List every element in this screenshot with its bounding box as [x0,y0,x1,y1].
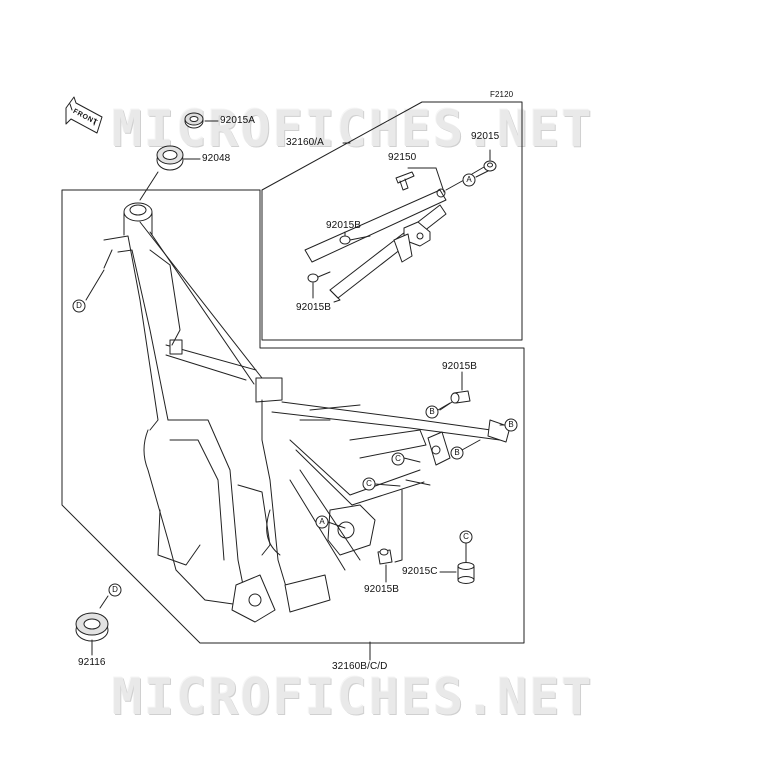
part-92015b-sub1-label: 92015B [326,220,362,231]
nut-92015c-icon [457,562,475,584]
nut-92015a-icon [184,112,204,129]
part-92116-label: 92116 [78,657,106,668]
bolt-92015b-sub1-icon [339,235,351,245]
subframe-drawing [304,167,447,303]
watermark-bottom: MICROFICHES.NET [112,668,594,726]
callout-a-lower-label: A [319,517,325,526]
callout-b-1 [425,405,439,419]
callout-d-2 [108,583,122,597]
callout-a-top [462,173,476,187]
callout-c-1-label: C [395,454,401,463]
bolt-92015b-lower-icon [377,548,393,565]
part-92150-label: 92150 [388,152,417,163]
callout-c-2-label: C [366,479,372,488]
part-92015c-label: 92015C [402,566,438,577]
frame-group-outline [61,189,525,644]
callout-a-lower [315,515,329,529]
part-92015b-lower-label: 92015B [364,584,400,595]
callout-b-1-label: B [429,407,435,416]
callout-d-2-label: D [112,585,118,594]
nut-92015-top-icon [483,160,497,172]
callout-b-2-label: B [454,448,460,457]
callout-c-2 [362,477,376,491]
bolt-92150-icon [395,171,415,191]
part-92048-label: 92048 [202,153,231,164]
front-arrow-icon [65,96,103,134]
part-32160a-label: 32160/A [286,137,324,148]
bolt-92015b-right-icon [450,390,471,404]
main-frame-drawing [103,202,511,623]
callout-d-1 [72,299,86,313]
callout-d-1-label: D [76,301,82,310]
part-92015b-sub2-label: 92015B [296,302,332,313]
callout-c-1 [391,452,405,466]
watermark-top: MICROFICHES.NET [112,100,594,158]
bearing-92048-icon [156,145,184,171]
callout-b-3 [504,418,518,432]
callout-b-3-label: B [508,420,514,429]
callout-a-top-label: A [466,175,472,184]
bearing-92116-icon [75,612,109,642]
figure-code: F2120 [490,90,514,99]
subframe-group-outline [261,101,523,341]
part-92015b-right-label: 92015B [442,361,478,372]
bolt-92015b-sub2-icon [307,273,319,283]
callout-b-2 [450,446,464,460]
part-92015-top-label: 92015 [471,131,500,142]
callout-c-3-label: C [463,532,469,541]
part-92015a-label: 92015A [220,115,256,126]
callout-c-3 [459,530,473,544]
part-32160bcd-label: 32160B/C/D [332,661,388,672]
